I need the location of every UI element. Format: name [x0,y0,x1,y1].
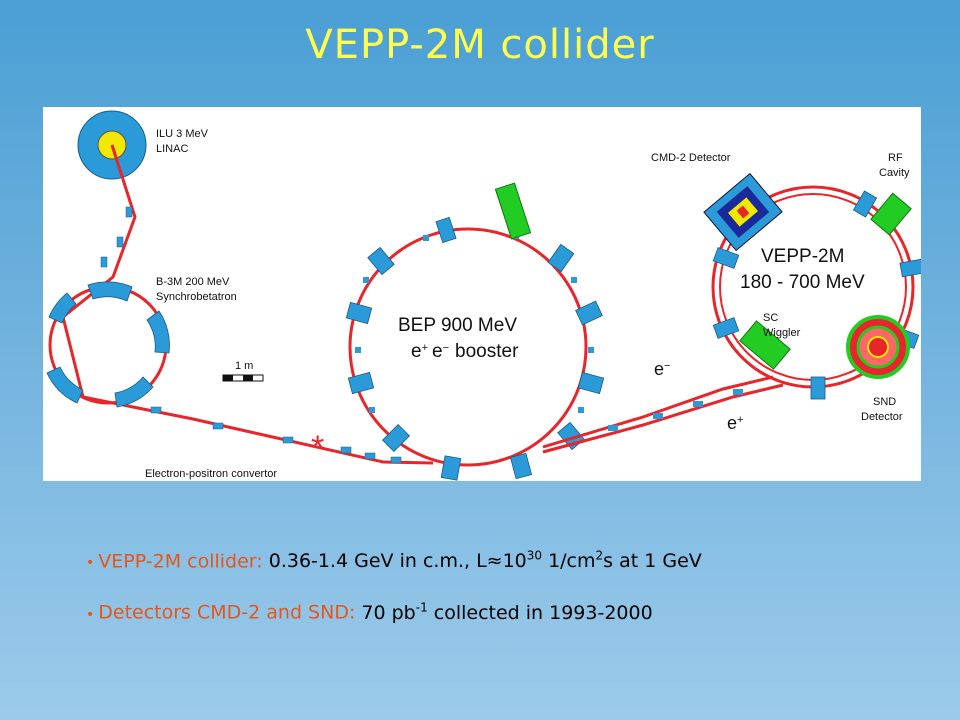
convertor-label: Electron-positron convertor [145,468,277,480]
wiggler-label-1: SC [763,312,778,324]
page-title: VEPP-2M collider [305,22,655,68]
vepp2m-ring [703,172,921,400]
sc-wiggler [739,320,791,370]
bullet-list: •VEPP-2M collider: 0.36-1.4 GeV in c.m.,… [86,540,886,643]
bullet-dot-icon: • [86,555,95,572]
rf-label-1: RF [888,152,903,164]
transfer-line-electron [542,375,774,449]
bullet-collider: •VEPP-2M collider: 0.36-1.4 GeV in c.m.,… [86,540,886,579]
convertor-star-icon: * [311,429,324,467]
vepp-label-1: VEPP-2M [761,246,844,267]
rf-label-2: Cavity [879,167,910,179]
electron-label: e− [654,359,670,379]
accelerator-layout-svg: ILU 3 MeV LINAC B-3M 200 M [46,110,921,481]
bullet-detectors: •Detectors CMD-2 and SND: 70 pb-1 collec… [86,591,886,630]
transfer-line-1 [61,144,434,465]
cmd2-detector [703,172,783,252]
synchro-label-1: B-3M 200 MeV [156,276,230,288]
booster-label-2: e+e−booster [411,341,519,362]
wiggler-label-2: Wiggler [763,327,801,339]
snd-label-2: Detector [861,411,903,423]
transfer-line-positron [542,383,784,454]
vepp-label-2: 180 - 700 MeV [740,272,865,293]
bullet-collider-label: VEPP-2M collider: [98,550,263,573]
rf-cavity [870,192,912,236]
scale-label: 1 m [235,360,253,372]
transfer-magnets-2 [608,389,743,431]
snd-label-1: SND [873,396,896,408]
accelerator-diagram: ILU 3 MeV LINAC B-3M 200 M [43,107,921,481]
bullet-collider-value: 0.36-1.4 GeV in c.m., L≈1030 1/cm2s at 1… [262,549,702,573]
transfer-magnets [100,206,402,464]
linac-label-1: ILU 3 MeV [156,128,209,140]
snd-detector [846,315,910,379]
bullet-detectors-label: Detectors CMD-2 and SND: [98,601,356,624]
bullet-dot-icon: • [86,606,95,623]
linac-label-2: LINAC [156,143,188,155]
scale-bar [222,374,264,382]
cmd2-label: CMD-2 Detector [651,152,731,164]
bullet-detectors-value: 70 pb-1 collected in 1993-2000 [355,600,653,624]
booster-label-1: BEP 900 MeV [398,315,517,336]
synchro-label-2: Synchrobetatron [156,291,237,303]
positron-label: e+ [727,413,743,433]
synchrotron [46,281,170,408]
